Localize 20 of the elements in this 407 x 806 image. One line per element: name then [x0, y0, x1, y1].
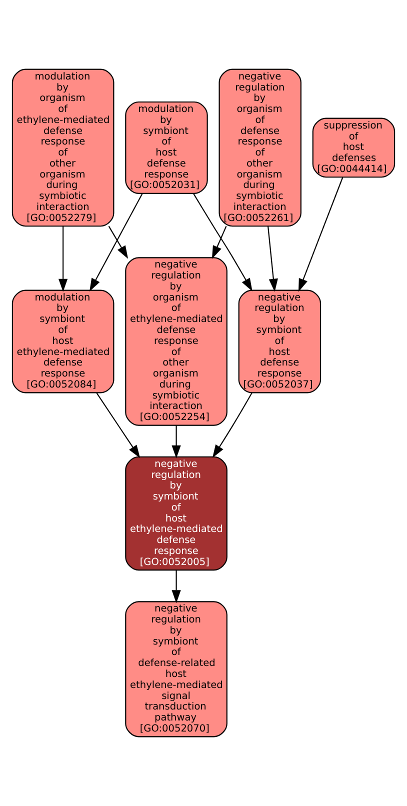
node-box: negative regulation by organism of defense response of other organism during symbiotic interaction [GO:0052261]	[218, 68, 302, 227]
arrow	[172, 570, 181, 604]
node-box: negative regulation by symbiont of host ethylene-mediated defense response [GO:0052005]	[125, 456, 228, 571]
node-box: modulation by organism of ethylene-mediated defense response of other organism during symbiotic interaction [GO:0052279]	[12, 68, 114, 227]
node-box: negative regulation by organism of ethylene-mediated defense response of other organism during symbiotic interaction [GO:0052254]	[125, 257, 228, 426]
arrow	[89, 193, 143, 292]
node-box: modulation by symbiont of host ethylene-mediated defense response [GO:0052084]	[12, 290, 114, 394]
node-box: negative regulation by symbiont of host defense response [GO:0052037]	[238, 290, 322, 394]
arrow	[193, 194, 252, 292]
arrow	[172, 426, 181, 458]
arrow	[267, 226, 278, 292]
arrow	[298, 177, 344, 292]
node-box: modulation by symbiont of host defense response [GO:0052031]	[125, 101, 208, 194]
node-box: suppression of host defenses [GO:0044414]	[312, 118, 396, 178]
node-box: negative regulation by symbiont of defense-related host ethylene-mediated signal transduction pathway [GO:0052070]	[125, 601, 228, 738]
arrow	[58, 226, 68, 292]
arrow	[96, 392, 140, 458]
arrow	[108, 226, 128, 259]
arrow	[212, 392, 252, 458]
arrow	[212, 226, 227, 259]
